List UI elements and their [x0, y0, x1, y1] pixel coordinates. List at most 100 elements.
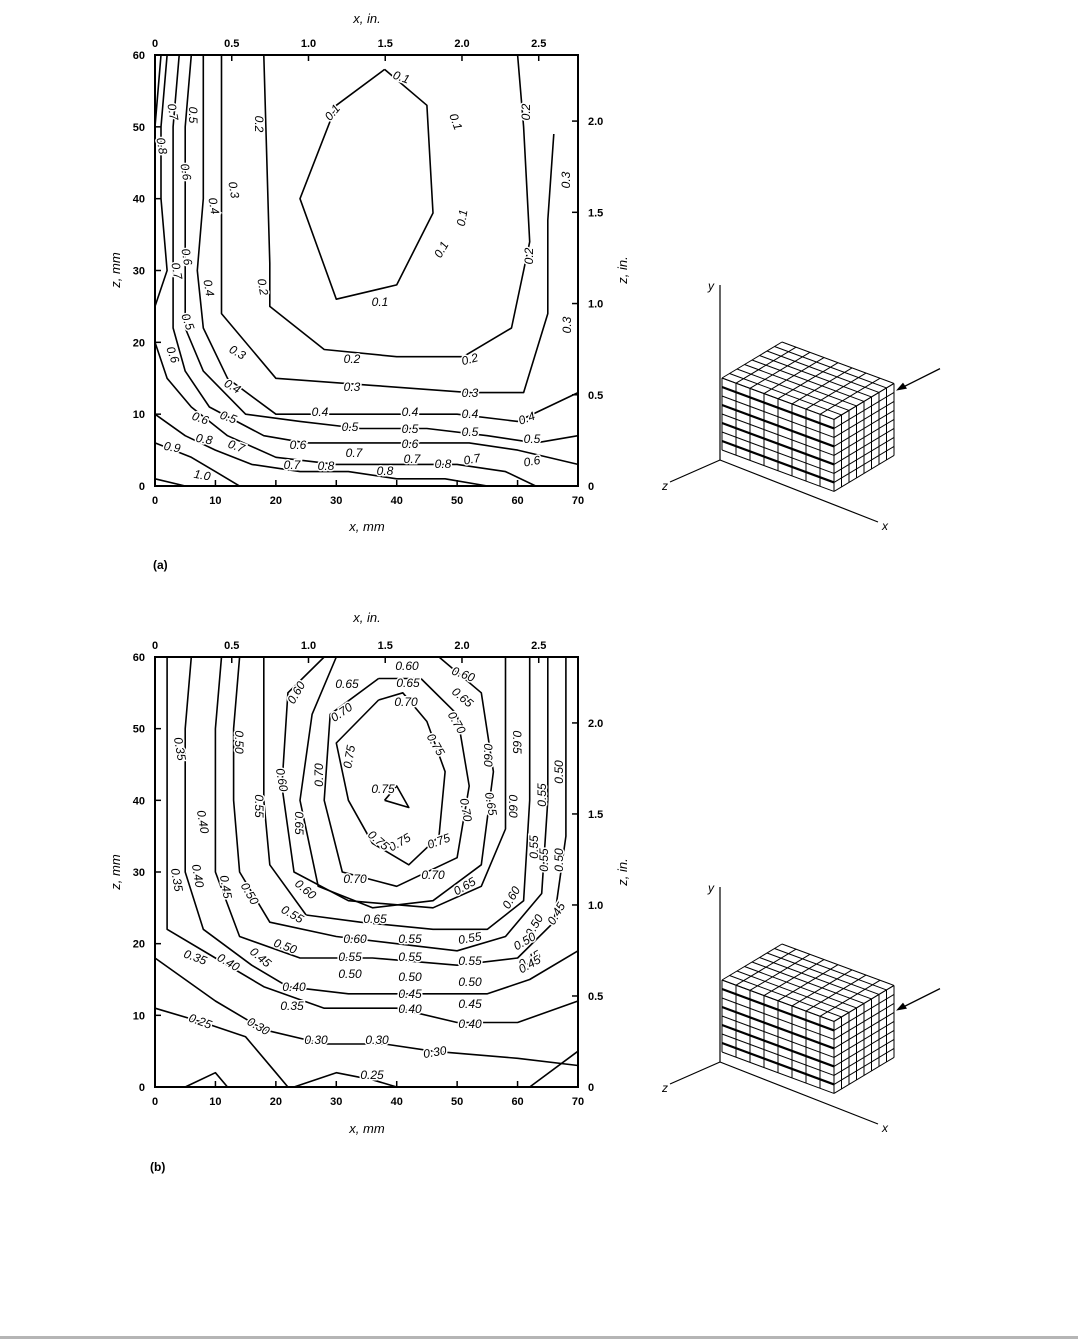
contour-label: 0.3	[560, 316, 574, 333]
contour-label: 0.70	[343, 872, 367, 886]
contour-label: 0.60	[506, 794, 520, 818]
arrow-line	[899, 368, 941, 390]
contour-label: 0.60	[395, 659, 419, 673]
y-axis-label: y	[707, 279, 715, 293]
z-in-tick-label: 0	[588, 1082, 594, 1094]
contour-label: 0.7	[164, 102, 181, 122]
contour-line-1	[383, 785, 410, 809]
z-in-tick-label: 1.0	[588, 299, 603, 311]
contour-label: 0.60	[343, 932, 367, 946]
cube-edge	[833, 455, 895, 492]
contour-label: 0.55	[398, 950, 422, 964]
contour-label: 0.8	[318, 459, 335, 473]
x-tick-label: 0	[152, 495, 158, 507]
contour-label: 0.50	[458, 975, 482, 989]
cube-edge	[833, 428, 895, 465]
contour-label: 0.7	[284, 458, 302, 472]
cube-edge	[833, 1012, 895, 1049]
cube-edge	[833, 1030, 895, 1067]
contour-line-4	[299, 656, 495, 909]
contour-label: 0.60	[273, 767, 291, 793]
x-in-tick-label: 2.5	[531, 640, 546, 652]
x-tick-label: 50	[451, 495, 463, 507]
contour-label: 0.3	[462, 386, 479, 400]
contour-label: 0.5	[186, 107, 200, 124]
contour-line-11	[154, 957, 579, 1067]
contour-label: 0.50	[338, 967, 362, 981]
z-axis-label: z	[661, 1081, 668, 1095]
z-tick-label: 30	[133, 867, 145, 879]
x-tick-label: 0	[152, 1096, 158, 1108]
x-in-tick-label: 1.5	[378, 640, 393, 652]
contour-label: 1.0	[193, 467, 212, 484]
cube-edge	[774, 948, 887, 991]
contour-label: 0.8	[377, 464, 394, 478]
cube-edge	[833, 446, 895, 483]
contour-label: 0.35	[171, 736, 189, 762]
contour-label: 0.25	[360, 1068, 384, 1082]
cube-edge	[721, 431, 835, 474]
cube-edge	[833, 1003, 895, 1040]
z-in-tick-label: 1.5	[588, 207, 603, 219]
x-in-tick-label: 2.0	[454, 640, 469, 652]
contour-line-5	[281, 656, 507, 909]
contour-label: 0.1	[372, 295, 389, 309]
contour-line-10	[166, 657, 579, 1024]
contour-label: 0.8	[195, 431, 214, 448]
cube-edge	[721, 395, 835, 438]
x-tick-label: 70	[572, 495, 584, 507]
z-tick-label: 40	[133, 194, 145, 206]
axis-title-right-a: z, in.	[615, 256, 630, 284]
contour-label: 0.1	[446, 111, 465, 131]
contour-label: 0.70	[394, 695, 418, 709]
panel-label-b: (b)	[150, 1160, 165, 1174]
contour-label: 0.75	[425, 831, 452, 852]
x-in-tick-label: 2.0	[454, 38, 469, 50]
x-axis-line	[719, 459, 879, 523]
contour-line-9	[184, 656, 579, 995]
z-in-tick-label: 2.0	[588, 718, 603, 730]
contour-label: 0.7	[346, 446, 364, 460]
z-axis-line	[669, 459, 721, 483]
contour-label: 0.45	[398, 987, 422, 1001]
contour-label: 0.65	[363, 912, 387, 926]
cube-edge	[833, 1048, 895, 1085]
contour-label: 0.75	[424, 731, 448, 759]
x-axis-line	[719, 1061, 879, 1125]
contour-label: 0.9	[163, 439, 182, 456]
x-tick-label: 20	[270, 1096, 282, 1108]
cube-edge	[766, 952, 880, 995]
contour-label: 0.75	[365, 827, 392, 853]
cube-edge	[833, 994, 895, 1031]
contour-label: 0.6	[522, 453, 541, 470]
contour-label: 0.55	[457, 929, 483, 947]
contour-line-5	[184, 54, 579, 444]
contour-label: 0.55	[398, 932, 422, 946]
cube-edge	[774, 346, 887, 389]
z-tick-label: 10	[133, 409, 145, 421]
contour-line-3	[323, 677, 470, 888]
contour-line-6	[172, 54, 579, 466]
contour-label: 0.7	[168, 261, 185, 281]
contour-label: 0.55	[338, 950, 362, 964]
cube-edge	[833, 1039, 895, 1076]
axis-title-top-a: x, in.	[352, 11, 380, 26]
contour-label: 0.2	[252, 116, 266, 133]
contour-line-6	[263, 657, 531, 931]
contour-label: 0.40	[458, 1017, 482, 1031]
contour-label: 0.70	[457, 797, 475, 823]
arrow-line	[899, 988, 941, 1010]
z-tick-label: 0	[139, 1082, 145, 1094]
x-in-tick-label: 2.5	[531, 38, 546, 50]
x-tick-label: 20	[270, 495, 282, 507]
contour-label: 0.60	[481, 743, 495, 767]
cube-layer-line	[721, 987, 835, 1032]
contour-label: 0.60	[499, 884, 523, 912]
cube-inset-a: yzx	[661, 279, 941, 533]
contour-line-12	[154, 1007, 289, 1088]
cube-edge	[759, 355, 872, 398]
contour-label: 0.6	[163, 344, 182, 365]
cube-layer-line	[721, 1023, 835, 1068]
cube-edge	[759, 957, 872, 1000]
